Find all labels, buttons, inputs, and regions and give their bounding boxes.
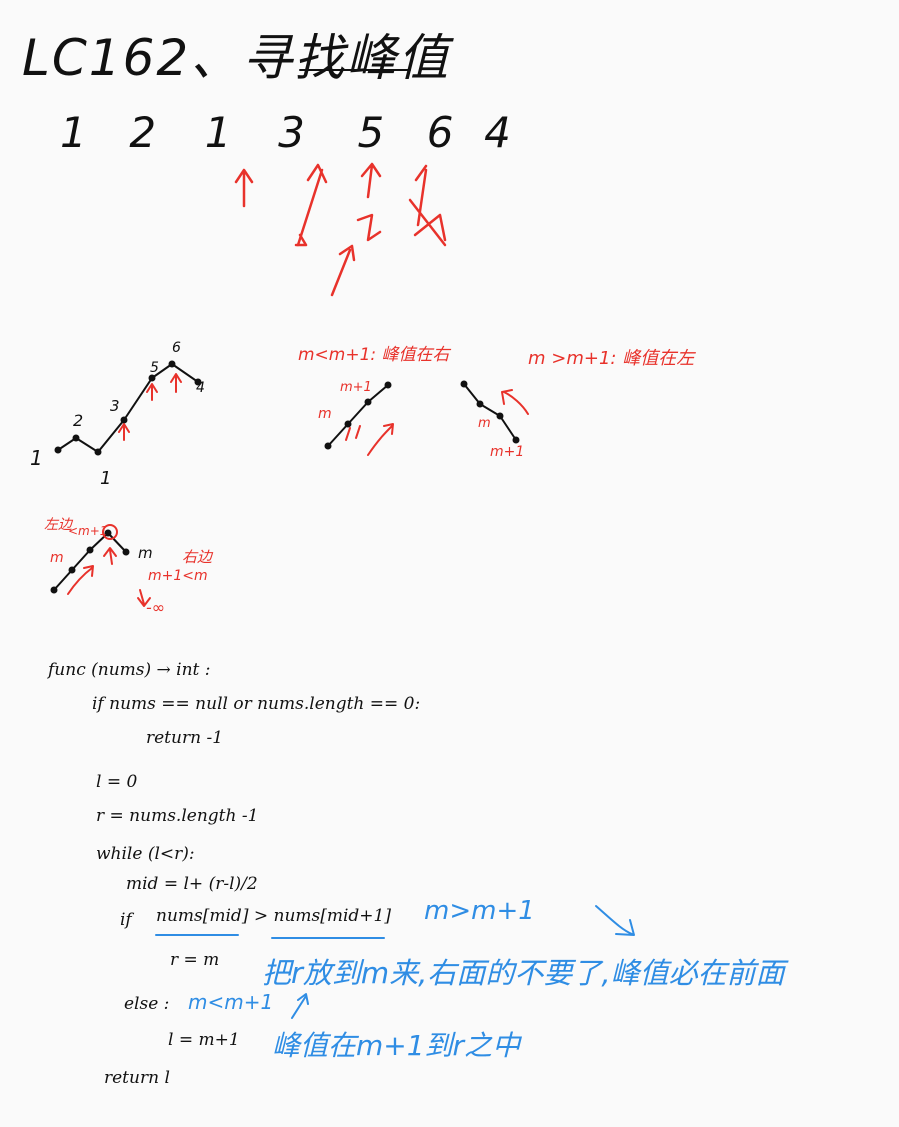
number-sequence: 1 2 1 3 5 6 4 — [60, 108, 511, 157]
code-line: if nums == null or nums.length == 0: — [92, 694, 421, 714]
m-plus-one-lt-m-label: m+1<m — [148, 568, 208, 584]
negative-infinity-label: -∞ — [146, 598, 166, 617]
condition-note: m>m+1 — [424, 896, 535, 926]
number: 2 — [129, 108, 157, 157]
number: 5 — [357, 108, 385, 157]
case-left-label: m >m+1: 峰值在左 — [528, 348, 695, 369]
number: 6 — [426, 108, 454, 157]
code-line: return l — [104, 1068, 170, 1088]
m-label: m — [318, 406, 332, 422]
m-plus-one-label: m+1 — [490, 444, 525, 460]
code-line: while (l<r): — [96, 844, 195, 864]
page-title: LC162、寻找峰值 — [22, 29, 451, 87]
point-label: 1 — [100, 468, 112, 489]
point-label: 2 — [73, 411, 84, 430]
condition-note: m<m+1 — [188, 990, 274, 1014]
number: 4 — [484, 108, 511, 157]
code-line: l = m+1 — [168, 1030, 240, 1050]
code-line: func (nums) → int : — [48, 660, 211, 680]
m-plus-one-label: m+1 — [340, 380, 372, 395]
explanation-note: 峰值在m+1到r之中 — [272, 1029, 521, 1062]
code-line: mid = l+ (r-l)/2 — [126, 874, 258, 894]
m-label: m — [50, 550, 64, 566]
number: 1 — [60, 108, 87, 157]
number: 3 — [278, 108, 305, 157]
point-label: 4 — [196, 380, 205, 396]
point-label: 3 — [110, 397, 120, 415]
blue-marks — [155, 905, 635, 1019]
code-line: else : — [124, 994, 170, 1014]
code-line: nums[mid] > nums[mid+1] — [156, 906, 392, 926]
right-boundary-label: 右边 — [182, 548, 213, 566]
sequence-arrows — [118, 373, 182, 441]
point-label: 6 — [172, 340, 181, 356]
m-label: m — [478, 416, 491, 431]
sequence-points — [54, 360, 202, 456]
code-line: r = nums.length -1 — [96, 806, 259, 826]
m-label: m — [138, 544, 153, 562]
edge-line — [53, 532, 127, 591]
lt-m-plus-one-label: <m+1 — [68, 524, 108, 538]
peak-circle — [102, 524, 118, 540]
code-line: l = 0 — [96, 772, 138, 792]
code-line: r = m — [170, 950, 220, 970]
point-label: 5 — [150, 360, 159, 376]
number: 1 — [204, 108, 232, 157]
edge-arrows — [67, 547, 151, 607]
code-line: if — [120, 910, 132, 930]
code-line: return -1 — [146, 728, 224, 748]
case-right-label: m<m+1: 峰值在右 — [298, 345, 450, 365]
case-left-line — [463, 383, 517, 441]
pointer-arrows — [234, 162, 447, 297]
case-right-arrows — [345, 423, 394, 456]
explanation-note: 把r放到m来,右面的不要了,峰值必在前面 — [262, 956, 785, 990]
case-left-arrow — [501, 389, 529, 415]
left-boundary-label: 左边 — [44, 517, 72, 533]
point-label: 1 — [30, 446, 43, 470]
